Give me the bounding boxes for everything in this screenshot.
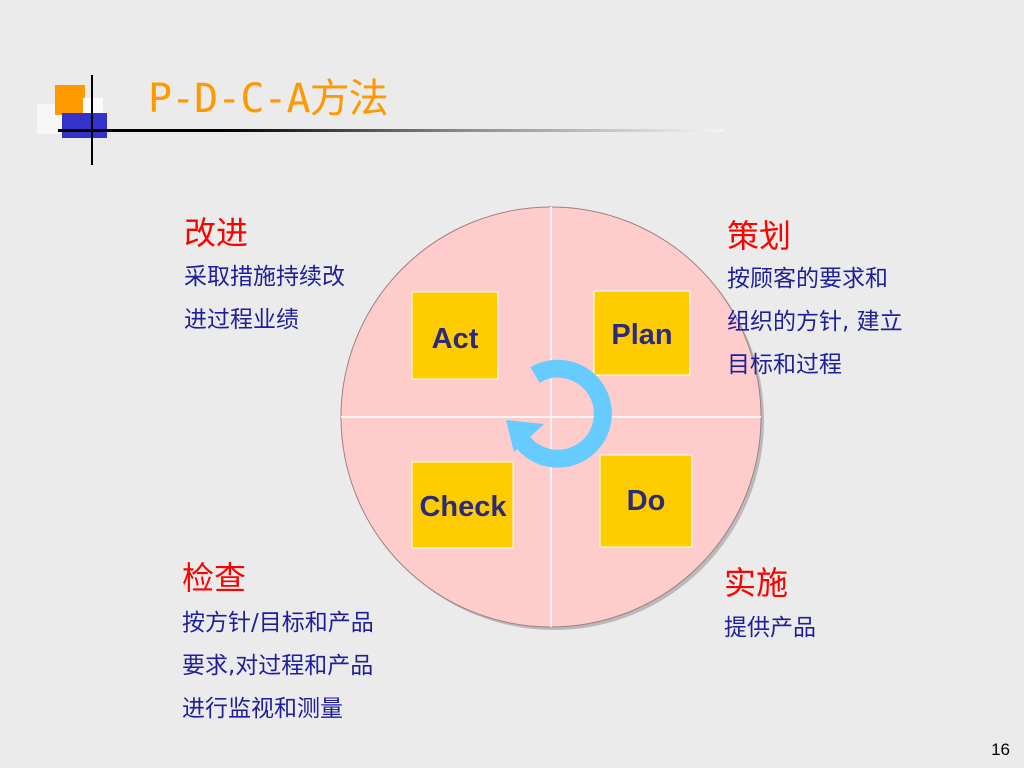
do-box: Do xyxy=(599,454,693,548)
title-underline xyxy=(58,129,723,132)
plan-line: 组织的方针, 建立 xyxy=(727,309,903,335)
plan-heading: 策划 xyxy=(727,217,792,255)
decor-square-blue xyxy=(62,113,107,138)
plan-line: 按顾客的要求和 xyxy=(727,266,888,292)
improve-heading: 改进 xyxy=(184,214,249,252)
decor-square-orange xyxy=(55,85,85,115)
decor-vertical-line xyxy=(91,75,93,165)
check-heading: 检查 xyxy=(182,559,247,597)
check-label: Check xyxy=(419,491,507,523)
do-line: 提供产品 xyxy=(724,615,816,641)
check-line: 进行监视和测量 xyxy=(182,696,343,722)
check-description: 按方针/目标和产品 要求,对过程和产品 进行监视和测量 xyxy=(182,602,374,731)
do-label: Do xyxy=(627,485,666,517)
act-label: Act xyxy=(432,323,479,355)
decor-square-highlight xyxy=(83,98,103,113)
cycle-arrow-icon xyxy=(506,359,612,468)
act-box: Act xyxy=(411,291,499,380)
plan-description: 按顾客的要求和 组织的方针, 建立 目标和过程 xyxy=(727,258,903,387)
slide-title: P-D-C-A方法 xyxy=(148,76,389,122)
check-line: 要求,对过程和产品 xyxy=(182,653,374,679)
plan-label: Plan xyxy=(611,319,672,351)
improve-line: 进过程业绩 xyxy=(184,307,299,333)
do-heading: 实施 xyxy=(724,564,789,602)
check-box: Check xyxy=(411,461,514,549)
check-line: 按方针/目标和产品 xyxy=(182,610,374,636)
page-number: 16 xyxy=(991,740,1010,759)
improve-line: 采取措施持续改 xyxy=(184,264,345,290)
improve-description: 采取措施持续改 进过程业绩 xyxy=(184,256,345,342)
do-description: 提供产品 xyxy=(724,607,816,650)
plan-line: 目标和过程 xyxy=(727,352,842,378)
plan-box: Plan xyxy=(593,290,691,376)
